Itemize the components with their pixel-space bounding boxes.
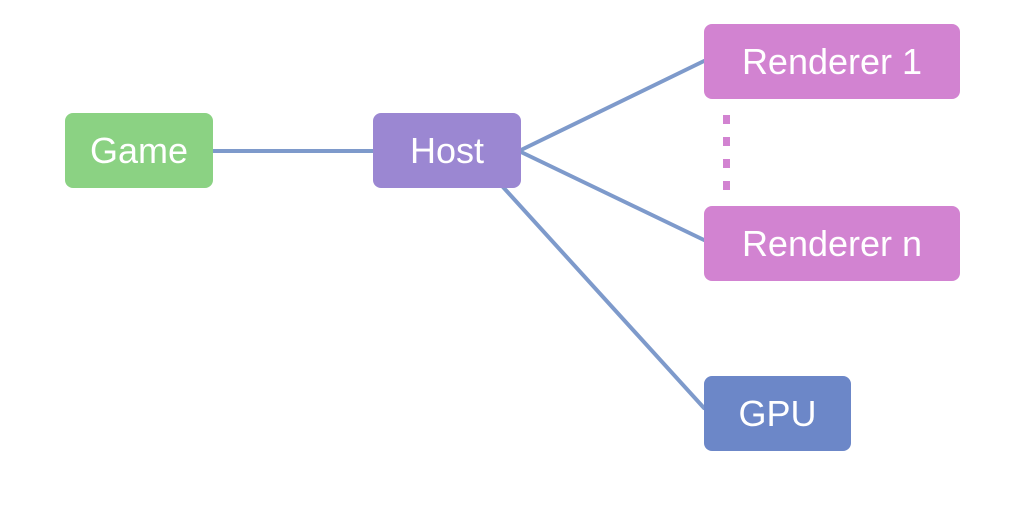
ellipsis-dot bbox=[723, 137, 730, 146]
node-gpu-label: GPU bbox=[738, 392, 817, 434]
renderer-ellipsis bbox=[723, 115, 730, 190]
node-game: Game bbox=[65, 113, 213, 188]
node-renderer-1: Renderer 1 bbox=[704, 24, 960, 99]
node-host: Host bbox=[373, 113, 521, 188]
edge-host-renderer-n bbox=[519, 150, 706, 242]
ellipsis-dot bbox=[723, 159, 730, 168]
node-host-label: Host bbox=[409, 129, 485, 171]
edge-host-renderer-1 bbox=[519, 59, 706, 152]
ellipsis-dot bbox=[723, 181, 730, 190]
node-gpu: GPU bbox=[704, 376, 851, 451]
ellipsis-dot bbox=[723, 115, 730, 124]
node-renderer-n: Renderer n bbox=[704, 206, 960, 281]
edge-host-gpu bbox=[501, 185, 706, 410]
node-game-label: Game bbox=[89, 129, 189, 171]
node-renderer-1-label: Renderer 1 bbox=[741, 40, 923, 82]
node-renderer-n-label: Renderer n bbox=[741, 222, 923, 264]
